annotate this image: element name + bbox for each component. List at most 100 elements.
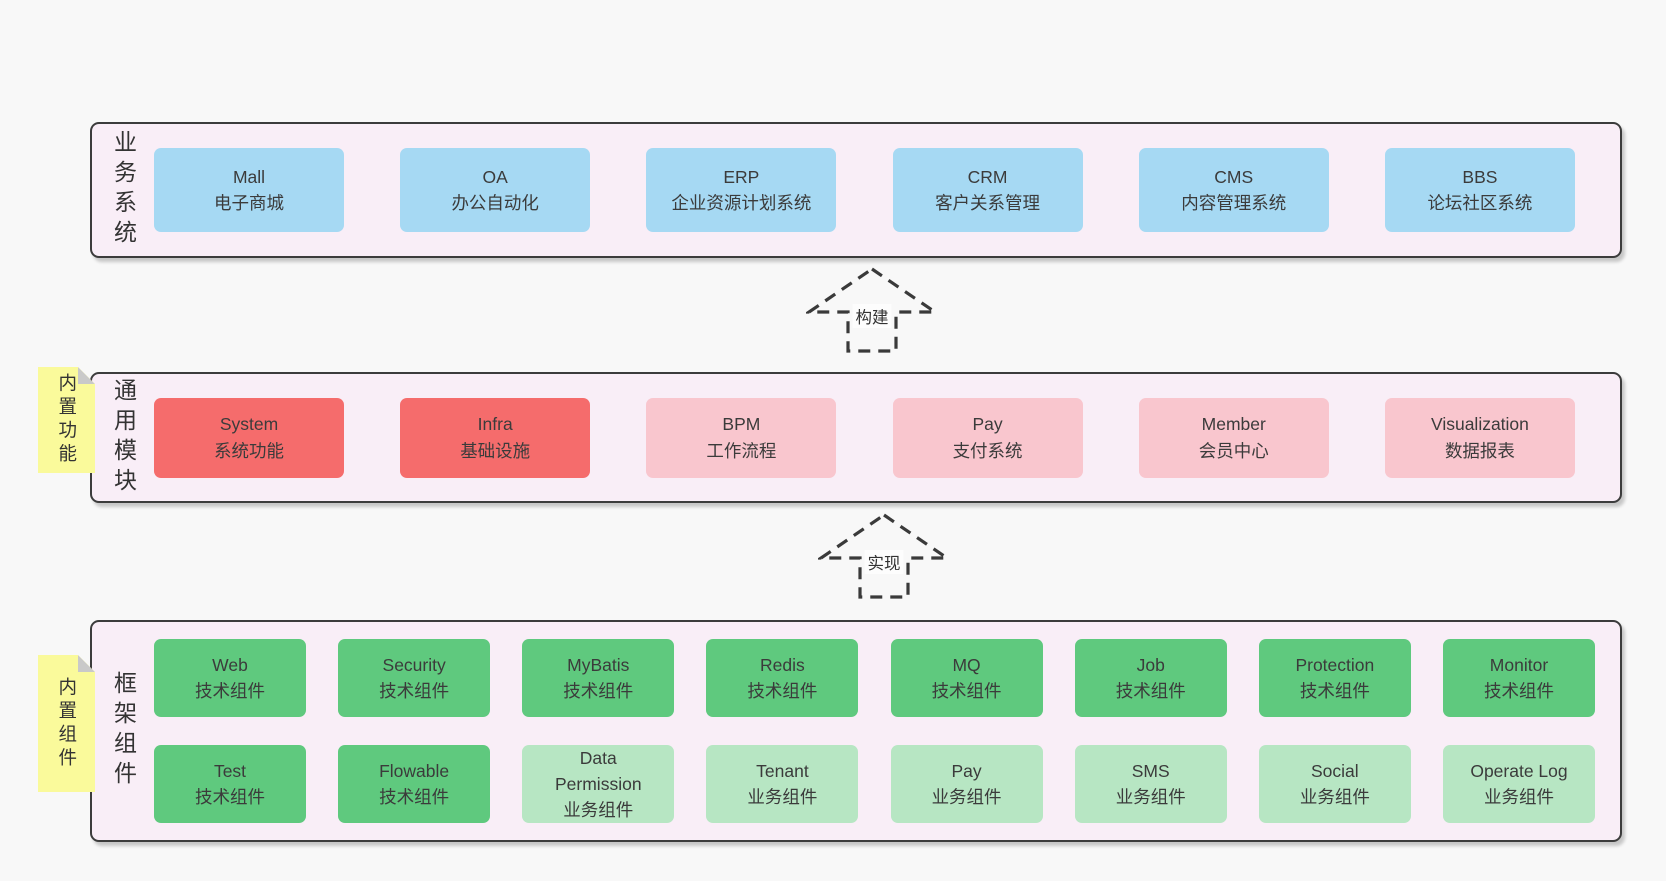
layer-label-column: 框架组件	[92, 622, 154, 840]
layer-label-column: 通用模块	[92, 374, 154, 501]
box-title: Pay	[972, 414, 1003, 435]
box-subtitle: 企业资源计划系统	[671, 193, 812, 213]
box-flowable: Flowable 技术组件	[338, 745, 491, 823]
box-subtitle: 业务组件	[1299, 787, 1370, 807]
sticky-note-builtin-functions: 内置功能	[38, 367, 95, 473]
box-title: Visualization	[1430, 414, 1529, 435]
box-web: Web 技术组件	[154, 639, 306, 717]
box-subtitle: 工作流程	[706, 440, 777, 461]
framework-row-2: Test 技术组件 Flowable 技术组件 Data Permission …	[154, 745, 1620, 823]
box-subtitle: 技术组件	[563, 681, 634, 701]
box-protection: Protection 技术组件	[1258, 639, 1411, 717]
box-title: Mall	[232, 166, 266, 187]
box-bpm: BPM 工作流程	[646, 397, 837, 478]
layer-common-modules: 通用模块 System 系统功能 Infra 基础设施 BPM 工作流程 Pay…	[90, 372, 1622, 503]
box-subtitle: 技术组件	[379, 787, 450, 807]
box-title: OA	[482, 166, 508, 187]
box-subtitle: 技术组件	[1299, 681, 1370, 701]
up-block-arrow-icon	[818, 513, 950, 599]
box-subtitle: 业务组件	[747, 787, 818, 807]
box-title: ERP	[723, 166, 760, 187]
box-title: Monitor	[1489, 654, 1549, 675]
box-job: Job 技术组件	[1074, 639, 1227, 717]
box-title: Infra	[477, 414, 513, 435]
box-subtitle: 办公自动化	[451, 193, 539, 213]
layer-business-systems: 业务系统 Mall 电子商城 OA 办公自动化 ERP 企业资源计划系统 CRM…	[90, 122, 1622, 258]
box-crm: CRM 客户关系管理	[892, 148, 1083, 232]
layer-business-label: 业务系统	[110, 130, 137, 250]
box-bbs: BBS 论坛社区系统	[1384, 148, 1575, 232]
box-test: Test 技术组件	[154, 745, 306, 823]
box-security: Security 技术组件	[338, 639, 491, 717]
box-title: Tenant	[756, 760, 809, 781]
box-cms: CMS 内容管理系统	[1138, 148, 1329, 232]
box-title: Pay	[951, 760, 982, 781]
layer-framework-label: 框架组件	[110, 671, 137, 791]
box-tenant: Tenant 业务组件	[706, 745, 859, 823]
box-social: Social 业务组件	[1258, 745, 1411, 823]
box-subtitle: 基础设施	[460, 440, 531, 461]
layer-label-column: 业务系统	[92, 124, 154, 256]
arrow-build-label: 构建	[852, 304, 892, 328]
box-subtitle: 业务组件	[563, 800, 634, 821]
box-title: BPM	[722, 414, 761, 435]
box-mall: Mall 电子商城	[154, 148, 344, 232]
arrow-implement-label: 实现	[864, 550, 904, 574]
box-subtitle: 技术组件	[931, 681, 1002, 701]
framework-row-1: Web 技术组件 Security 技术组件 MyBatis 技术组件 Redi…	[154, 639, 1620, 717]
box-title: MyBatis	[567, 654, 630, 675]
box-title: Security	[382, 654, 446, 675]
box-title: Test	[213, 760, 247, 781]
box-title: Protection	[1295, 654, 1375, 675]
box-subtitle: 系统功能	[214, 440, 284, 461]
framework-rows: Web 技术组件 Security 技术组件 MyBatis 技术组件 Redi…	[154, 639, 1620, 823]
layer-framework-components: 框架组件 Web 技术组件 Security 技术组件 MyBatis 技术组件…	[90, 620, 1622, 842]
box-subtitle: 业务组件	[1115, 787, 1186, 807]
box-erp: ERP 企业资源计划系统	[646, 148, 837, 232]
box-subtitle: 技术组件	[379, 681, 450, 701]
box-subtitle: 数据报表	[1444, 440, 1515, 461]
box-mybatis: MyBatis 技术组件	[522, 639, 675, 717]
box-title: Web	[212, 654, 248, 675]
box-title: SMS	[1131, 760, 1170, 781]
business-boxes: Mall 电子商城 OA 办公自动化 ERP 企业资源计划系统 CRM 客户关系…	[154, 148, 1620, 232]
box-subtitle: 技术组件	[747, 681, 818, 701]
sticky-note-label: 内置组件	[56, 676, 78, 771]
box-title: CRM	[967, 166, 1008, 187]
box-subtitle: 技术组件	[1115, 681, 1186, 701]
box-title: System	[219, 414, 279, 435]
box-subtitle: 电子商城	[214, 193, 284, 213]
box-title: Job	[1136, 654, 1165, 675]
box-title: MQ	[952, 654, 981, 675]
arrow-implement: 实现	[818, 512, 950, 600]
box-pay: Pay 支付系统	[892, 397, 1083, 478]
layer-modules-label: 通用模块	[110, 377, 137, 498]
box-data-permission: Data Permission 业务组件	[522, 745, 675, 823]
box-title: Operate Log	[1470, 760, 1568, 781]
box-operate-log: Operate Log 业务组件	[1442, 745, 1595, 823]
box-title: Social	[1311, 760, 1359, 781]
box-subtitle: 客户关系管理	[935, 193, 1041, 213]
box-subtitle: 会员中心	[1198, 440, 1269, 461]
box-redis: Redis 技术组件	[706, 639, 859, 717]
box-infra: Infra 基础设施	[400, 397, 591, 478]
box-member: Member 会员中心	[1138, 397, 1329, 478]
box-subtitle: 技术组件	[1483, 681, 1554, 701]
box-title: BBS	[1462, 166, 1498, 187]
box-pay-business: Pay 业务组件	[890, 745, 1043, 823]
box-subtitle: 技术组件	[195, 681, 265, 701]
up-block-arrow-icon	[806, 267, 938, 353]
box-system: System 系统功能	[154, 397, 344, 478]
box-subtitle: 论坛社区系统	[1427, 193, 1533, 213]
box-sms: SMS 业务组件	[1074, 745, 1227, 823]
box-title: Redis	[760, 654, 805, 675]
module-boxes: System 系统功能 Infra 基础设施 BPM 工作流程 Pay 支付系统…	[154, 397, 1620, 478]
box-title: CMS	[1214, 166, 1254, 187]
box-title: Flowable	[379, 760, 450, 781]
box-oa: OA 办公自动化	[400, 148, 591, 232]
box-mq: MQ 技术组件	[890, 639, 1043, 717]
arrow-build: 构建	[806, 266, 938, 354]
box-subtitle: 支付系统	[952, 440, 1023, 461]
box-title: Member	[1201, 414, 1266, 435]
